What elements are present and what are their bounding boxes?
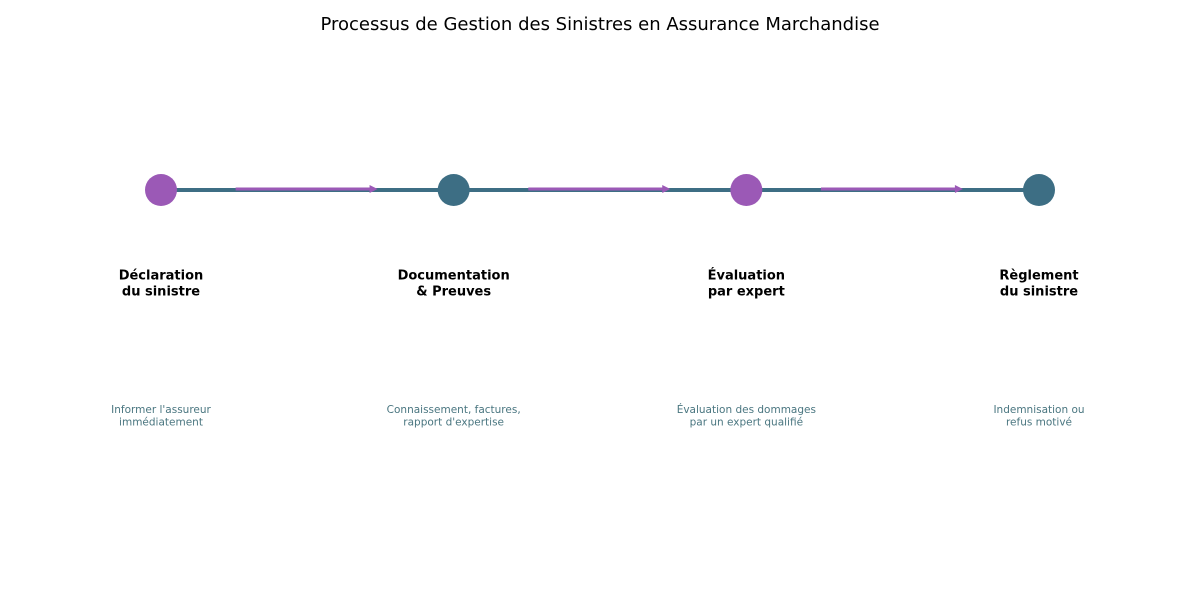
step-description-2-line-1: Connaissement, factures, [387, 404, 521, 416]
step-title-2-line-2: & Preuves [416, 285, 491, 300]
step-description-2-line-2: rapport d'expertise [403, 416, 504, 428]
arrow-head-icon [954, 185, 963, 193]
step-nodes [145, 174, 1055, 206]
step-description-3-line-1: Évaluation des dommages [677, 403, 816, 416]
step-description-4-line-1: Indemnisation ou [993, 404, 1084, 416]
diagram-title: Processus de Gestion des Sinistres en As… [320, 14, 879, 35]
step-description-3-line-2: par un expert qualifié [690, 416, 803, 428]
arrow-head-icon [662, 185, 671, 193]
arrow-head-icon [369, 185, 378, 193]
step-title-4-line-2: du sinistre [1000, 285, 1078, 300]
step-node-1 [145, 174, 177, 206]
step-node-4 [1023, 174, 1055, 206]
step-node-2 [437, 174, 470, 206]
step-title-4-line-1: Règlement [999, 269, 1078, 284]
step-description-1-line-1: Informer l'assureur [111, 404, 211, 416]
step-title-3-line-2: par expert [708, 285, 785, 300]
step-title-1-line-2: du sinistre [122, 285, 200, 300]
step-description-1-line-2: immédiatement [119, 416, 203, 428]
step-title-2-line-1: Documentation [398, 269, 510, 284]
step-title-3-line-1: Évaluation [708, 268, 785, 284]
step-description-4-line-2: refus motivé [1006, 416, 1072, 428]
connectors [161, 185, 1039, 193]
step-title-1-line-1: Déclaration [119, 269, 204, 284]
step-node-3 [730, 174, 763, 206]
